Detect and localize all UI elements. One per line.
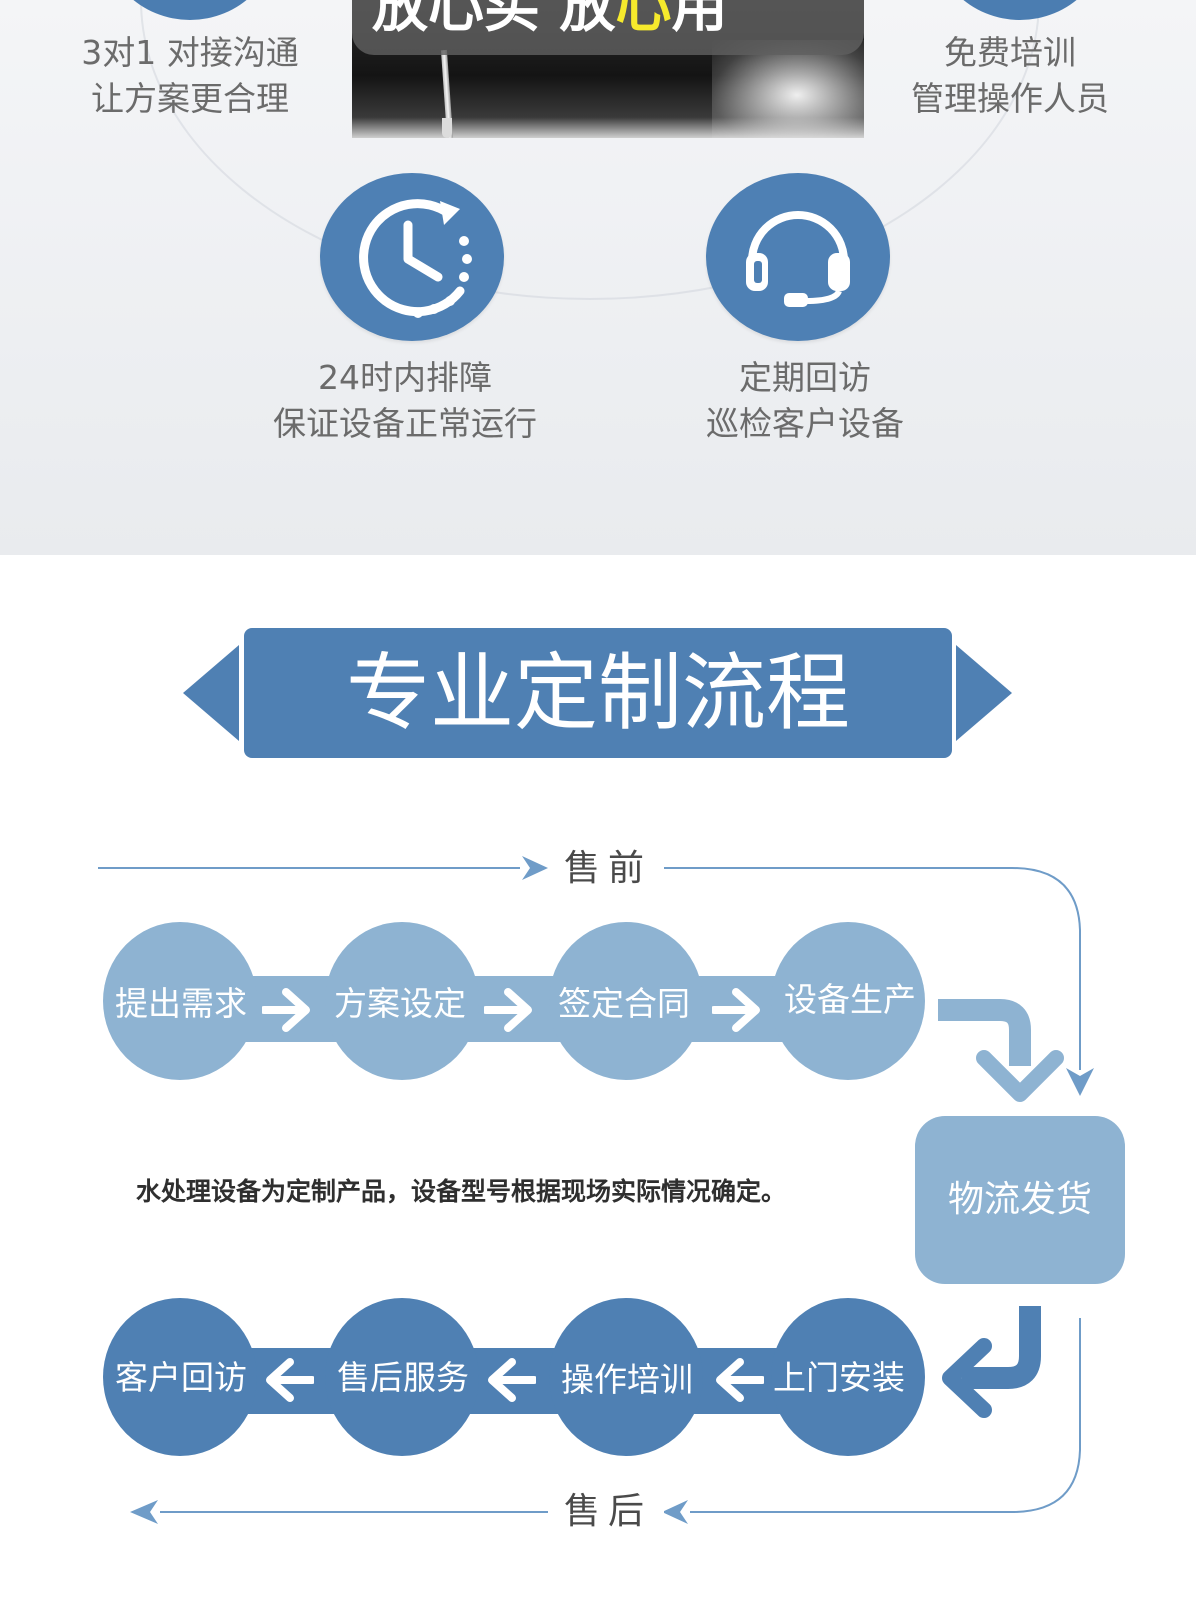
- arrow-right-icon: [262, 988, 310, 1032]
- step-circle: [103, 922, 257, 1080]
- arrow-left-icon: [488, 1358, 536, 1402]
- arrow-left-icon: [266, 1358, 314, 1402]
- step-label-requirement: 提出需求: [115, 984, 247, 1023]
- step-circle: [771, 922, 925, 1080]
- process-title: 专业定制流程: [244, 628, 952, 758]
- step-circle: [103, 1298, 257, 1456]
- step-label-installation: 上门安装: [773, 1358, 905, 1397]
- clock-icon-circle: [320, 173, 504, 341]
- step-circle: [771, 1298, 925, 1456]
- service-promise-section: 放心买 放心用 3对1 对接沟通 让方案更合理 免费培训 管理操作人员: [0, 0, 1196, 555]
- step-label-training: 操作培训: [561, 1360, 693, 1399]
- arrow-left-icon: [716, 1358, 764, 1402]
- clock-icon: [359, 199, 472, 318]
- customization-note: 水处理设备为定制产品，设备型号根据现场实际情况确定。: [136, 1177, 787, 1206]
- arrow-right-icon: [484, 988, 532, 1032]
- service-label-communication: 3对1 对接沟通 让方案更合理: [81, 33, 299, 118]
- step-circle: [549, 1298, 703, 1456]
- step-circle: [325, 1298, 479, 1456]
- promo-slogan-banner: 放心买 放心用: [352, 0, 864, 55]
- headset-icon-circle: [706, 173, 890, 341]
- service-label-troubleshoot: 24时内排障 保证设备正常运行: [273, 358, 537, 443]
- headset-icon: [746, 211, 850, 307]
- step-label-plan: 方案设定: [334, 984, 466, 1023]
- step-label-after-service: 售后服务: [337, 1358, 469, 1397]
- after-sale-label: 售后: [552, 1490, 665, 1534]
- logistics-step: 物流发货: [915, 1116, 1125, 1284]
- step-circle: [325, 922, 479, 1080]
- step-circle: [549, 922, 703, 1080]
- step-label-revisit: 客户回访: [115, 1358, 247, 1397]
- service-label-training: 免费培训 管理操作人员: [911, 33, 1109, 118]
- service-label-revisit: 定期回访 巡检客户设备: [706, 358, 904, 443]
- title-right-arrow: [956, 645, 1012, 741]
- arrow-right-icon: [712, 988, 760, 1032]
- promo-photo: 放心买 放心用: [352, 0, 864, 138]
- step-label-contract: 签定合同: [558, 984, 690, 1023]
- pre-sale-label: 售前: [552, 847, 665, 891]
- title-left-arrow: [183, 645, 239, 741]
- step-label-production: 设备生产: [784, 980, 916, 1019]
